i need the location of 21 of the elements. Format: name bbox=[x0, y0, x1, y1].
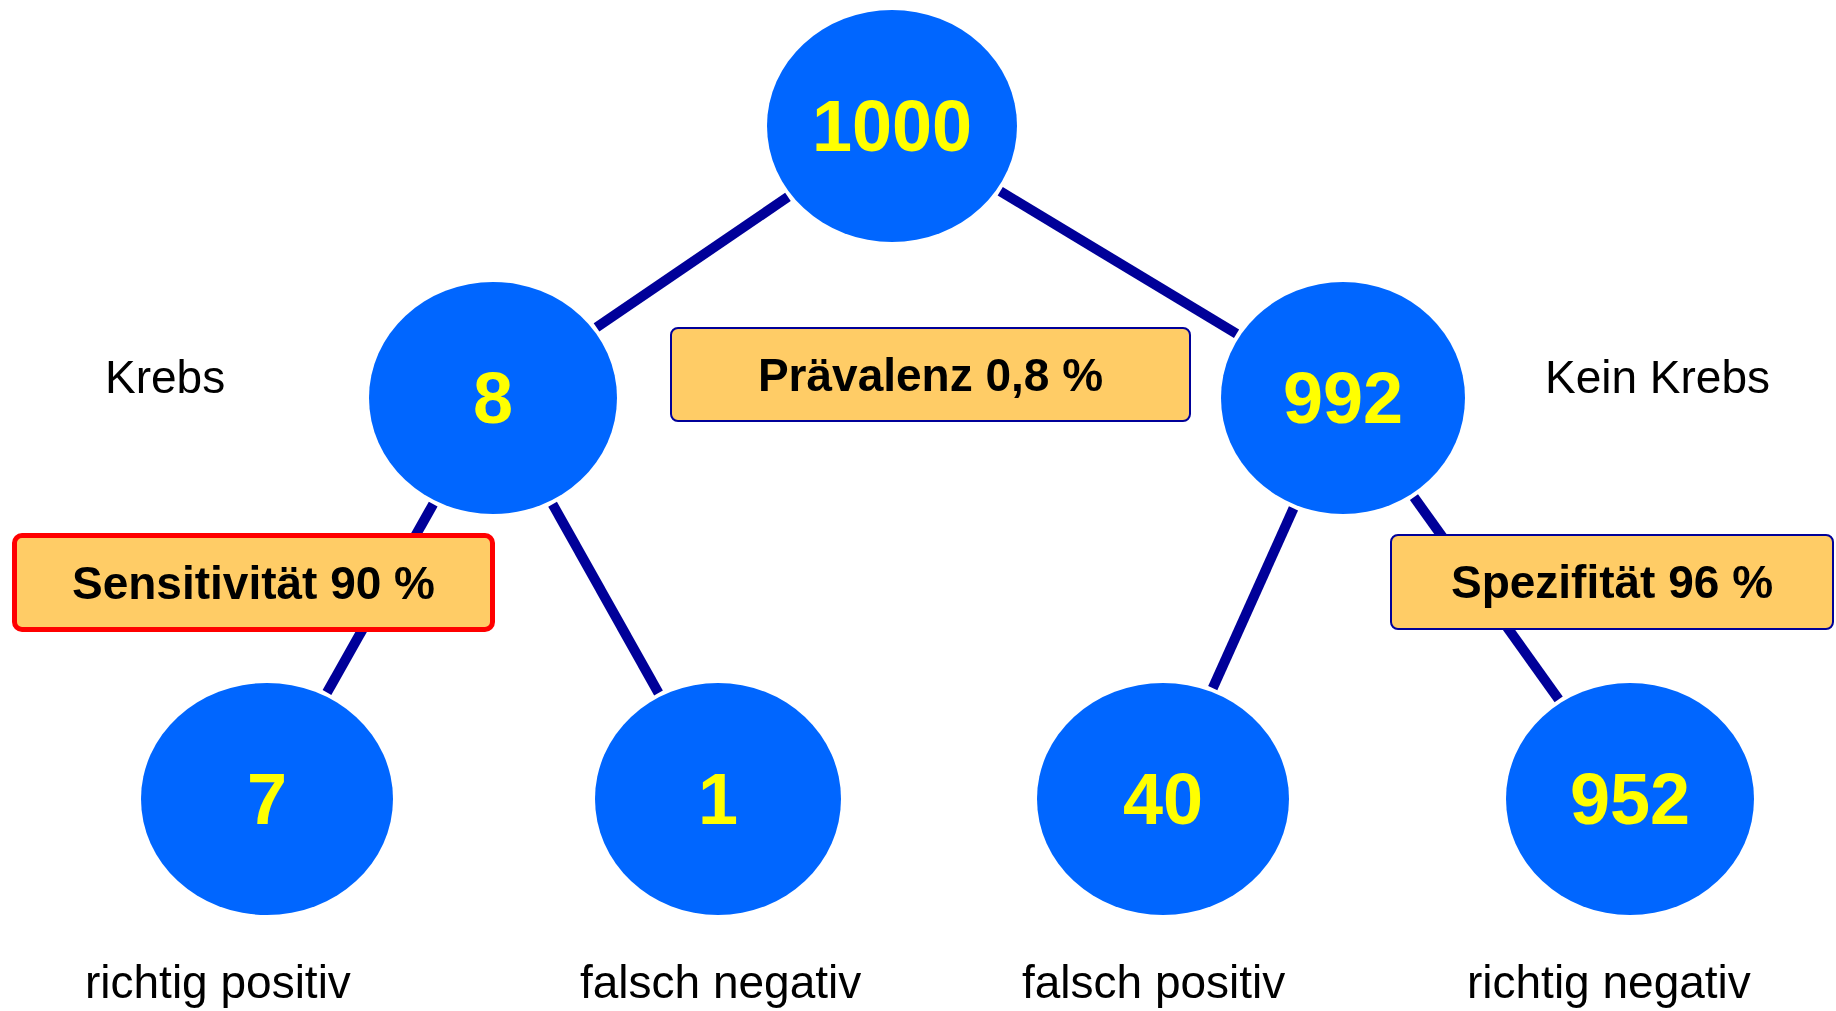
rate-label: Prävalenz 0,8 % bbox=[757, 347, 1104, 402]
tree-branch-line bbox=[997, 187, 1240, 339]
category-label: falsch negativ bbox=[580, 955, 862, 1009]
count-number: 1 bbox=[697, 758, 738, 840]
edge-label: Spezifität 96 % bbox=[1390, 534, 1834, 630]
count-number: 952 bbox=[1569, 758, 1691, 840]
tree-branch-line bbox=[1208, 506, 1299, 691]
count-number: 1000 bbox=[811, 85, 973, 167]
rate-box bbox=[670, 327, 1191, 422]
count-number: 40 bbox=[1122, 758, 1204, 840]
count-number: 8 bbox=[472, 357, 513, 439]
tree-branch-line bbox=[593, 192, 791, 332]
tree-branch-line bbox=[548, 501, 663, 696]
category-label: Kein Krebs bbox=[1545, 350, 1770, 404]
edge-label: Sensitivität 90 % bbox=[12, 533, 495, 632]
category-label: richtig positiv bbox=[85, 955, 351, 1009]
category-label: richtig negativ bbox=[1467, 955, 1751, 1009]
category-label: falsch positiv bbox=[1022, 955, 1286, 1009]
count-number: 7 bbox=[246, 758, 287, 840]
category-label: Krebs bbox=[105, 350, 226, 404]
count-number: 992 bbox=[1282, 357, 1404, 439]
